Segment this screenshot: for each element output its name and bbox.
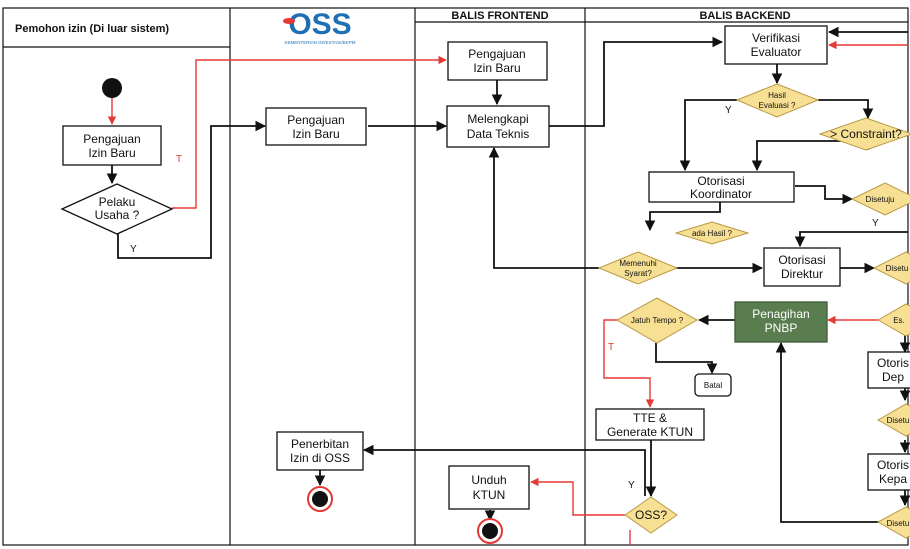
svg-text:Izin Baru: Izin Baru — [292, 127, 339, 141]
svg-text:Pelaku: Pelaku — [99, 195, 136, 209]
node-pengajuan-oss: Pengajuan Izin Baru — [265, 107, 367, 146]
edge-label-t-pelaku: T — [176, 154, 182, 165]
oss-logo-swoosh — [283, 18, 295, 24]
svg-text:Evaluasi ?: Evaluasi ? — [759, 101, 796, 110]
svg-text:Es.: Es. — [893, 316, 905, 325]
node-pengajuan-pemohon: Pengajuan Izin Baru — [62, 125, 162, 166]
decision-disetujui-1: Disetuju — [850, 182, 910, 216]
decision-constraint: > Constraint? — [818, 117, 910, 151]
end-node-unduh — [477, 518, 503, 544]
node-verifikasi-evaluator: Verifikasi Evaluator — [724, 25, 828, 65]
svg-text:Izin Baru: Izin Baru — [88, 146, 135, 160]
svg-text:Disetu: Disetu — [887, 519, 910, 528]
svg-text:Otoris: Otoris — [877, 356, 909, 370]
decision-es: Es. — [876, 303, 910, 337]
svg-text:Koordinator: Koordinator — [690, 187, 752, 201]
end-node-penerbitan — [307, 486, 333, 512]
svg-text:> Constraint?: > Constraint? — [830, 127, 902, 141]
decision-oss: OSS? — [624, 496, 678, 534]
svg-text:Otorisasi: Otorisasi — [697, 174, 744, 188]
svg-text:Evaluator: Evaluator — [751, 45, 802, 59]
svg-text:Data Teknis: Data Teknis — [467, 127, 529, 141]
edge-label-y-oss: Y — [628, 480, 635, 491]
svg-text:Direktur: Direktur — [781, 267, 823, 281]
svg-text:Batal: Batal — [704, 381, 722, 390]
decision-disetujui-2: Disetu — [872, 251, 910, 285]
edge-label-y-disetujui: Y — [872, 218, 879, 229]
decision-jatuh-tempo: Jatuh Tempo ? — [615, 297, 699, 344]
svg-text:ada Hasil ?: ada Hasil ? — [692, 229, 733, 238]
svg-text:Syarat?: Syarat? — [624, 269, 652, 278]
node-otorisasi-kep: Otoris Kepa — [867, 453, 910, 491]
node-melengkapi-data-teknis: Melengkapi Data Teknis — [446, 105, 550, 148]
svg-text:PNBP: PNBP — [765, 321, 798, 335]
decision-pelaku-usaha: Pelaku Usaha ? — [60, 183, 174, 235]
node-batal: Batal — [694, 373, 732, 397]
lane-header-frontend: BALIS FRONTEND — [451, 10, 548, 22]
decision-hasil-evaluasi: Hasil Evaluasi ? — [735, 83, 820, 118]
svg-text:Jatuh Tempo ?: Jatuh Tempo ? — [631, 316, 684, 325]
svg-text:TTE &: TTE & — [633, 411, 667, 425]
svg-text:Generate KTUN: Generate KTUN — [607, 425, 693, 439]
lane-header-backend: BALIS BACKEND — [699, 10, 790, 22]
svg-text:Pengajuan: Pengajuan — [287, 113, 344, 127]
svg-text:KTUN: KTUN — [473, 488, 506, 502]
decision-disetujui-3: Disetu — [876, 403, 910, 437]
decision-memenuhi-syarat: Memenuhi Syarat? — [597, 251, 679, 285]
node-penerbitan-izin: Penerbitan Izin di OSS — [276, 431, 364, 471]
node-penagihan-pnbp: Penagihan PNBP — [734, 301, 828, 343]
svg-text:Pengajuan: Pengajuan — [468, 47, 525, 61]
svg-text:Kepa: Kepa — [879, 472, 907, 486]
svg-text:Otoris: Otoris — [877, 458, 909, 472]
svg-text:Unduh: Unduh — [471, 473, 506, 487]
node-unduh-ktun: Unduh KTUN — [448, 465, 530, 510]
svg-text:Otorisasi: Otorisasi — [778, 253, 825, 267]
svg-text:Hasil: Hasil — [768, 91, 786, 100]
edge-label-y-hasil: Y — [725, 105, 732, 116]
node-otorisasi-direktur: Otorisasi Direktur — [763, 247, 841, 287]
svg-text:Disetu: Disetu — [887, 416, 910, 425]
svg-text:Pengajuan: Pengajuan — [83, 132, 140, 146]
svg-text:Penagihan: Penagihan — [752, 307, 809, 321]
oss-logo-text: OSS — [288, 8, 351, 41]
edge-label-y-pelaku: Y — [130, 244, 137, 255]
decision-ada-hasil: ada Hasil ? — [674, 221, 750, 245]
connectors — [106, 26, 910, 545]
svg-text:Izin di OSS: Izin di OSS — [290, 451, 350, 465]
svg-text:Verifikasi: Verifikasi — [752, 31, 800, 45]
edge-label-t-jatuh: T — [608, 342, 614, 353]
svg-text:OSS?: OSS? — [635, 508, 667, 522]
svg-text:Dep: Dep — [882, 370, 904, 384]
start-node — [102, 78, 122, 98]
svg-text:Usaha ?: Usaha ? — [95, 208, 140, 222]
decision-disetujui-4: Disetu — [876, 506, 910, 539]
node-tte-generate-ktun: TTE & Generate KTUN — [595, 408, 705, 441]
node-pengajuan-frontend: Pengajuan Izin Baru — [447, 41, 548, 81]
svg-text:Disetu: Disetu — [886, 264, 909, 273]
oss-logo-subtitle: KEMENTERIAN INVESTASI/BKPM — [285, 40, 356, 45]
svg-text:Izin Baru: Izin Baru — [473, 61, 520, 75]
oss-logo: OSS KEMENTERIAN INVESTASI/BKPM — [283, 8, 356, 45]
lane-header-pemohon: Pemohon izin (Di luar sistem) — [15, 23, 169, 35]
node-otorisasi-koordinator: Otorisasi Koordinator — [648, 171, 795, 203]
svg-text:Memenuhi: Memenuhi — [619, 259, 657, 268]
svg-text:Melengkapi: Melengkapi — [467, 112, 528, 126]
node-otorisasi-dep: Otoris Dep — [867, 351, 910, 389]
svg-text:Penerbitan: Penerbitan — [291, 437, 349, 451]
svg-text:Disetuju: Disetuju — [866, 195, 895, 204]
